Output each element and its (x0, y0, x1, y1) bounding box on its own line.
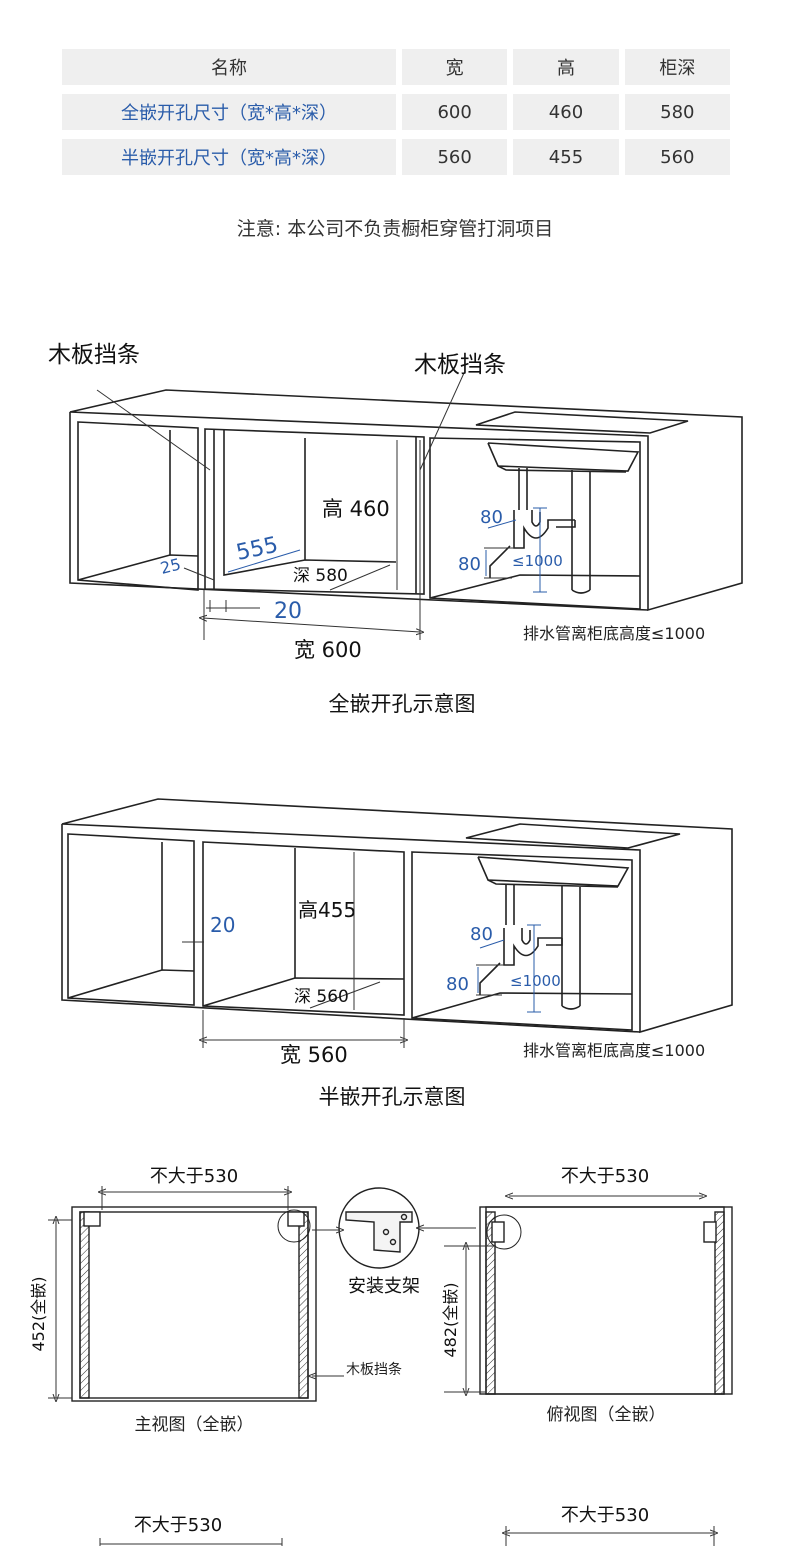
pipe-80-bottom: 80 (458, 554, 481, 575)
pipe-80-top: 80 (470, 924, 493, 945)
dim-depth: 深 560 (294, 987, 349, 1007)
header-name: 名称 (62, 49, 396, 85)
dim-20: 20 (274, 599, 302, 624)
pipe-80-bottom: 80 (446, 974, 469, 995)
label-wood-strip-right: 木板挡条 (414, 352, 506, 378)
pipe-le-1000: ≤1000 (512, 552, 563, 570)
row-full-width: 600 (401, 94, 508, 130)
wood-strip-label: 木板挡条 (346, 1361, 402, 1378)
row-half-depth: 560 (624, 139, 731, 175)
pipe-le-1000: ≤1000 (510, 972, 561, 990)
pipe-80-top: 80 (480, 507, 503, 528)
spec-table: 名称 宽 高 柜深 全嵌开孔尺寸（宽*高*深） 600 460 580 半嵌开孔… (62, 49, 731, 184)
row-half-name: 半嵌开孔尺寸（宽*高*深） (62, 139, 396, 175)
half-embed-diagram: 高455 20 深 560 宽 560 80 80 ≤1000 排水管离柜底高度… (61, 798, 733, 1109)
bracket-label: 安装支架 (348, 1276, 420, 1297)
caption-full-embed: 全嵌开孔示意图 (329, 692, 476, 716)
header-depth: 柜深 (624, 49, 731, 85)
full-embed-diagram: 木板挡条 木板挡条 高 460 555 25 深 580 20 宽 600 80… (48, 342, 743, 716)
drain-height-note: 排水管离柜底高度≤1000 (523, 1041, 705, 1060)
row-full-depth: 580 (624, 94, 731, 130)
label-wood-strip-left: 木板挡条 (48, 342, 140, 368)
dim-20: 20 (210, 913, 235, 937)
drain-height-note: 排水管离柜底高度≤1000 (523, 624, 705, 643)
bottom-partial-diagram: 不大于530 不大于530 (99, 1505, 790, 1546)
dim-25: 25 (158, 555, 182, 578)
front-height: 452(全嵌) (29, 1276, 48, 1351)
front-view-caption: 主视图（全嵌） (135, 1415, 254, 1435)
top-max-width: 不大于530 (561, 1166, 649, 1187)
table-row: 全嵌开孔尺寸（宽*高*深） 600 460 580 (62, 94, 731, 130)
top-view-caption: 俯视图（全嵌） (547, 1405, 666, 1425)
top-height: 482(全嵌) (441, 1282, 460, 1357)
row-full-height: 460 (513, 94, 619, 130)
view-diagrams: 不大于530 452(全嵌) 主视图（全嵌） 安装支架 木板挡条 不大于530 … (29, 1166, 733, 1435)
header-height: 高 (513, 49, 619, 85)
dim-width: 宽 560 (280, 1043, 348, 1067)
disclaimer-note: 注意: 本公司不负责橱柜穿管打洞项目 (236, 218, 554, 240)
right-max-width: 不大于530 (561, 1505, 649, 1526)
caption-half-embed: 半嵌开孔示意图 (319, 1085, 466, 1109)
row-half-width: 560 (401, 139, 508, 175)
table-row: 半嵌开孔尺寸（宽*高*深） 560 455 560 (62, 139, 731, 175)
table-header-row: 名称 宽 高 柜深 (62, 49, 731, 85)
dim-height: 高 460 (322, 497, 390, 521)
dim-width: 宽 600 (294, 638, 362, 662)
left-max-width: 不大于530 (134, 1515, 222, 1536)
front-max-width: 不大于530 (150, 1166, 238, 1187)
dim-depth: 深 580 (293, 566, 348, 586)
dim-height: 高455 (298, 898, 356, 922)
row-half-height: 455 (513, 139, 619, 175)
dim-555: 555 (234, 533, 280, 566)
header-width: 宽 (401, 49, 508, 85)
row-full-name: 全嵌开孔尺寸（宽*高*深） (62, 94, 396, 130)
